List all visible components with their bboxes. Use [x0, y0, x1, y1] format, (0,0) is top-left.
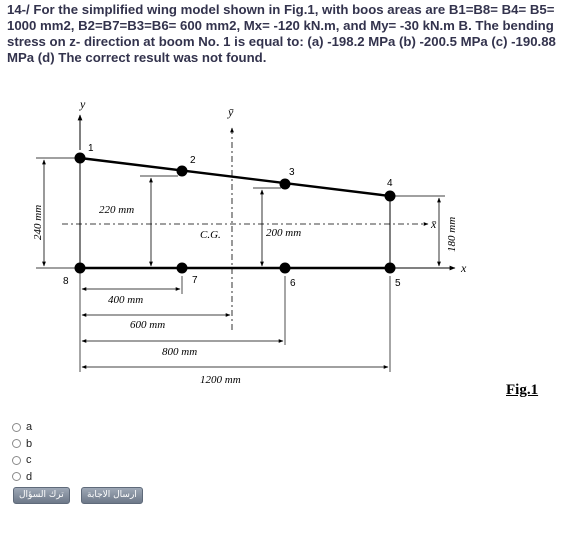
dim-200-label: 200 mm	[266, 227, 301, 239]
y-axis-label: y	[79, 97, 86, 111]
dim-240-label: 240 mm	[32, 205, 44, 240]
boom-label-1: 1	[88, 143, 94, 154]
boom-label-8: 8	[63, 276, 69, 287]
radio-d[interactable]	[12, 472, 21, 481]
dim-1200-label: 1200 mm	[200, 374, 241, 386]
dim-180-label: 180 mm	[446, 217, 458, 252]
boom-label-6: 6	[290, 278, 296, 289]
xbar-axis-label: x̄	[430, 217, 437, 231]
figure-caption: Fig.1	[506, 382, 539, 398]
skip-question-button[interactable]: ترك السؤال	[13, 487, 70, 504]
submit-answer-button[interactable]: ارسال الاجابة	[81, 487, 143, 504]
boom-7	[176, 262, 188, 274]
boom-label-5: 5	[395, 278, 401, 289]
option-d[interactable]: d	[12, 469, 32, 485]
radio-a[interactable]	[12, 422, 21, 432]
option-a[interactable]: a	[12, 419, 32, 435]
option-b-label: b	[26, 437, 33, 450]
option-c[interactable]: c	[12, 452, 32, 468]
boom-4	[384, 190, 396, 202]
dim-400-label: 400 mm	[108, 294, 143, 306]
wing-model-figure: y ȳ x x̄ C.G. 1 2 3 4 5 6 7 8 240 mm 220…	[32, 97, 467, 386]
option-c-label: c	[26, 454, 32, 466]
boom-label-2: 2	[190, 155, 196, 166]
boom-label-7: 7	[192, 275, 198, 286]
option-a-label: a	[26, 421, 33, 433]
ybar-axis-label: ȳ	[227, 105, 234, 119]
x-axis-label: x	[460, 261, 467, 275]
radio-b[interactable]	[12, 439, 21, 448]
boom-3	[279, 178, 291, 190]
boom-label-4: 4	[387, 178, 393, 189]
boom-label-3: 3	[289, 167, 295, 178]
boom-2	[176, 165, 188, 177]
dim-800-label: 800 mm	[162, 346, 197, 358]
answer-options: a b c d	[12, 419, 32, 485]
radio-c[interactable]	[12, 455, 21, 465]
cg-label: C.G.	[200, 229, 221, 241]
option-b[interactable]: b	[12, 436, 32, 452]
top-skin	[79, 156, 391, 198]
option-d-label: d	[26, 470, 33, 483]
boom-1	[74, 152, 86, 164]
boom-5	[384, 262, 396, 274]
question-text: 14-/ For the simplified wing model shown…	[7, 2, 556, 65]
dim-600-label: 600 mm	[130, 319, 165, 331]
boom-6	[279, 262, 291, 274]
dim-220-label: 220 mm	[99, 204, 134, 216]
